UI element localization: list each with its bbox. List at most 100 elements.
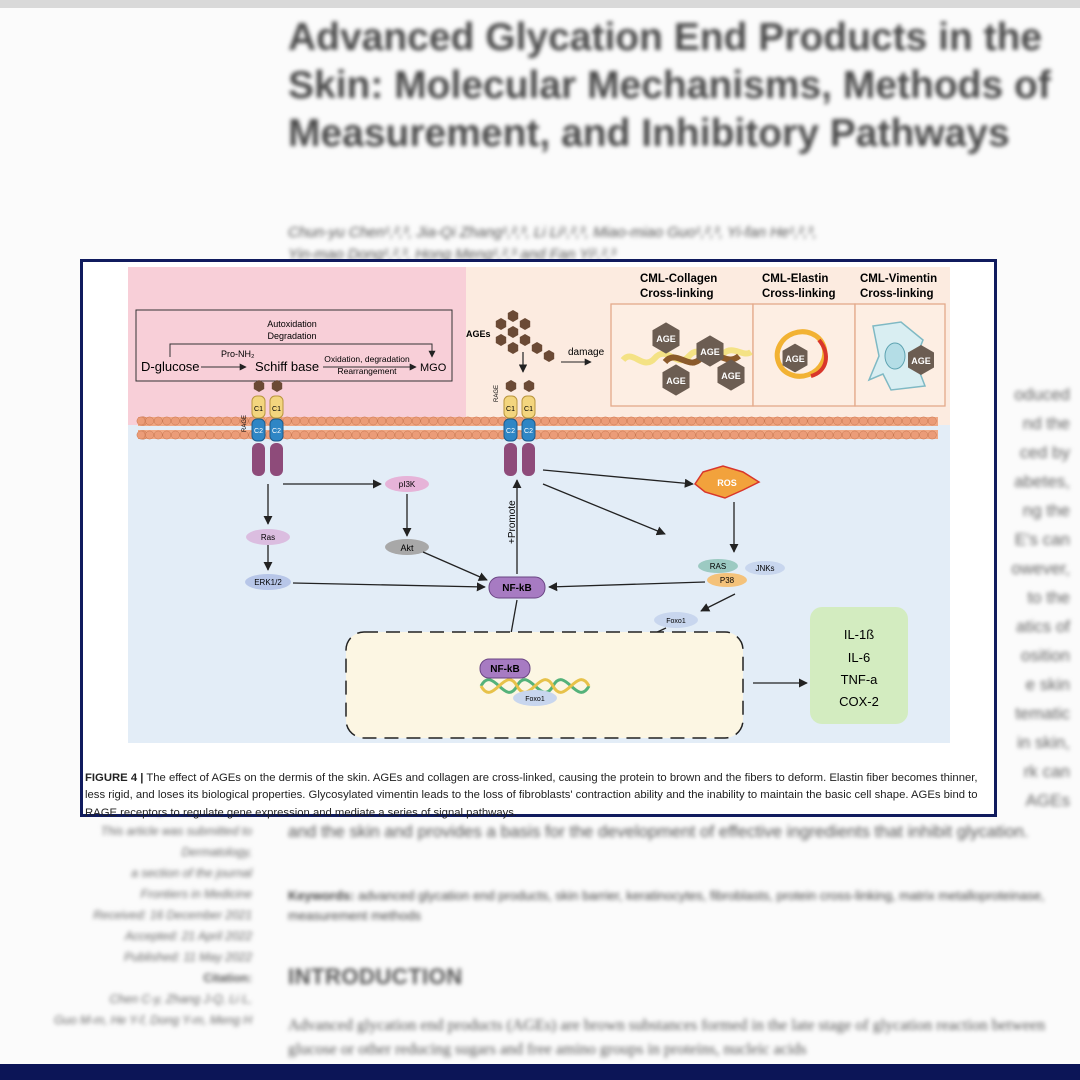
author-line-1: Chun-yu Chen¹,²,³, Jia-Qi Zhang¹,²,³, Li… [288,224,817,241]
lipid-head [816,430,825,440]
lipid-head [558,430,567,440]
foxo1-label: Foxo1 [666,618,686,625]
lipid-head [291,430,301,440]
signaling-nodes: pI3K Akt Ras ERK1/2 NF-kB ROS RAS JNKs P… [245,465,785,628]
lipid-head [489,416,498,426]
lipid-head [566,430,576,440]
lipid-head [850,430,860,440]
age-label: AGE [656,334,676,344]
erk-label: ERK1/2 [254,578,282,587]
lipid-head [446,416,455,426]
fragment: in skin, [1017,733,1070,752]
extracellular-pink-zone [128,267,466,425]
c1-label: C1 [254,406,263,413]
lipid-head [919,416,928,426]
lipid-head [463,430,473,440]
ras-right-node [698,559,738,573]
fragment: osition [1020,646,1070,665]
lipid-head [291,416,301,426]
meta-line: Citation: [203,971,252,985]
fragment: tematic [1015,704,1070,723]
fibroblast-nucleus [884,342,906,370]
lipid-head [661,416,670,426]
lipid-head [644,416,653,426]
lipid-head [368,416,378,426]
lipid-head [394,416,404,426]
lipid-head [437,416,447,426]
lipid-head [300,416,309,426]
lipid-head [592,430,602,440]
cml-elastin-subtitle: Cross-linking [762,288,835,300]
lipid-head [411,430,421,440]
meta-line: Guo M-m, He Y-f, Dong Y-m, Meng H [54,1013,252,1027]
lipid-head [188,430,197,440]
lipid-head [910,416,920,426]
lipid-head [308,416,318,426]
lipid-head [429,430,438,440]
lipid-head [824,430,834,440]
lipid-head [635,416,645,426]
lipid-head [764,416,774,426]
lipid-head [867,430,877,440]
lipid-head [325,416,335,426]
lipid-head [884,430,894,440]
lipid-head [687,416,696,426]
nfkb-label: NF-kB [502,583,531,594]
ras-left-label: Ras [261,533,275,542]
il1b-label: IL-1ß [844,627,874,642]
lipid-head [721,416,731,426]
lipid-head [239,430,249,440]
meta-line: This article was submitted to [100,824,252,838]
cml-vimentin-title: CML-Vimentin [860,273,937,285]
lipid-head [738,430,748,440]
pi3k-node [385,476,429,492]
lipid-head [239,416,249,426]
c1-label: C1 [506,406,515,413]
age-label: AGE [911,356,931,366]
lipid-head [566,416,576,426]
elastin-fiber-red [810,338,828,378]
erk-node [245,574,291,590]
ages-label: AGEs [466,329,491,339]
lipid-head [360,430,369,440]
lipid-head [747,430,756,440]
c2-label: C2 [272,428,281,435]
age-label: AGE [666,376,686,386]
lipid-head [205,416,215,426]
cml-elastin-title: CML-Elastin [762,273,828,285]
mgo-label: MGO [420,362,447,374]
figure-caption-text: The effect of AGEs on the dermis of the … [85,772,978,819]
lipid-head [377,416,387,426]
fragment: AGEs [1025,791,1070,810]
lipid-head [179,430,189,440]
ras-left-node [246,529,290,545]
nfkb-nuclear-node [479,658,531,679]
lipid-head [171,416,180,426]
lipid-head [893,430,903,440]
rage-label: RAGE [242,415,248,432]
lipid-head [222,416,232,426]
lipid-head [411,416,421,426]
lipid-head [205,430,215,440]
nfkb-node [488,576,546,599]
lipid-head [652,430,662,440]
autoxidation-label: Autoxidation [267,319,317,329]
fragment: e skin [1025,675,1070,694]
lipid-head [669,416,679,426]
lipid-head [136,430,146,440]
lipid-head [781,430,791,440]
lipid-head [162,416,172,426]
lipid-head [583,430,593,440]
lipid-head [351,416,361,426]
age-label: AGE [700,347,720,357]
lipid-head [859,430,868,440]
lipid-head [652,416,662,426]
lipid-head [549,430,559,440]
fragment: ng the [1022,501,1070,520]
nucleus [345,631,744,739]
lipid-head [678,430,688,440]
p38-node [707,573,747,587]
meta-line: Published: 11 May 2022 [124,950,252,964]
lipid-head [798,430,808,440]
c2-label: C2 [506,428,515,435]
